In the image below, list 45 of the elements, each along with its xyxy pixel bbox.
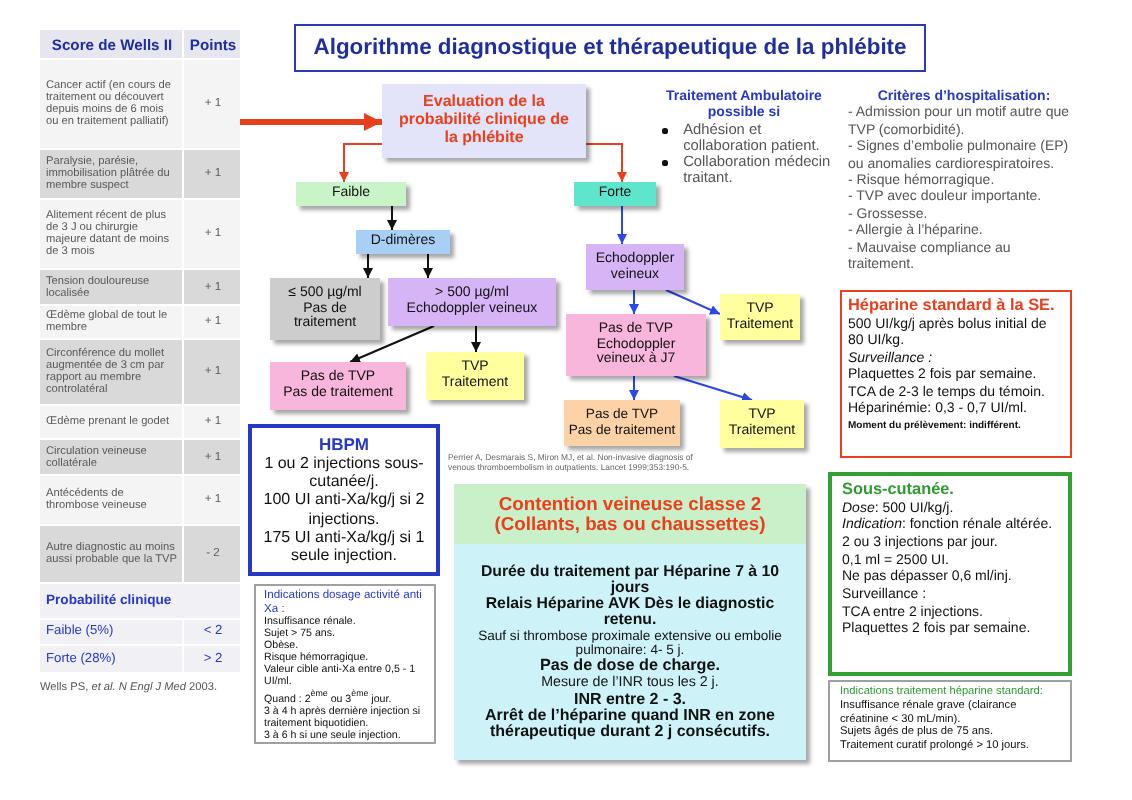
box-label: Evaluation de la probabilité clinique de la phlébite (397, 94, 571, 148)
panel-text: INR entre 2 - 3. (571, 691, 688, 708)
flowchart-box (270, 362, 406, 410)
arrow (585, 143, 627, 183)
flowchart-box (720, 294, 800, 340)
flowchart-box (586, 244, 684, 290)
flowchart-box (564, 400, 680, 446)
arrow (339, 143, 383, 183)
arrow (471, 325, 481, 353)
flowchart-box (356, 230, 450, 254)
info-panel (454, 484, 806, 760)
arrow (629, 375, 639, 401)
panel-heading: Contention veineuse classe 2 (Collants, bas ou chaussettes) (454, 484, 806, 544)
arrow (387, 205, 397, 231)
arrow (240, 113, 382, 131)
panel-text: 100 UI anti-Xa/kg/j si 2 injections. (261, 490, 427, 528)
arrow (363, 253, 373, 279)
flowchart-box (574, 182, 656, 206)
info-panel (254, 584, 436, 744)
panel-text: Pas de dose de charge. (538, 658, 722, 675)
flowchart-box (426, 352, 524, 400)
info-panel (248, 424, 440, 576)
panel-text: 175 UI anti-Xa/kg/j si 1 seule injection. (261, 527, 427, 565)
info-panel (840, 290, 1072, 458)
flowchart-box (270, 278, 380, 340)
panel-text: Arrêt de l’héparine quand INR en zone thérapeutique durant 2 j consécutifs. (483, 707, 777, 741)
arrow (629, 289, 639, 315)
flowchart-box (296, 182, 406, 206)
arrow (665, 289, 721, 315)
arrow (617, 205, 627, 245)
diagram-title: Algorithme diagnostique et thérapeutique de la phlébite (313, 36, 907, 60)
flowchart-box (388, 278, 556, 326)
flowchart-box (566, 314, 706, 376)
panel-text: 1 ou 2 injections sous-cutanée/j. (262, 453, 426, 491)
arrow (349, 325, 435, 363)
arrow (673, 375, 753, 402)
info-panel (828, 472, 1072, 676)
arrow (423, 253, 433, 279)
panel-heading: Héparine standard à la SE. (848, 296, 1057, 317)
flowchart-box (720, 400, 804, 448)
score-table (40, 30, 240, 674)
flowchart-box (382, 84, 586, 158)
panel-heading: Sous-cutanée. (842, 480, 956, 501)
info-panel (828, 680, 1072, 762)
panel-heading: HBPM (316, 435, 372, 454)
